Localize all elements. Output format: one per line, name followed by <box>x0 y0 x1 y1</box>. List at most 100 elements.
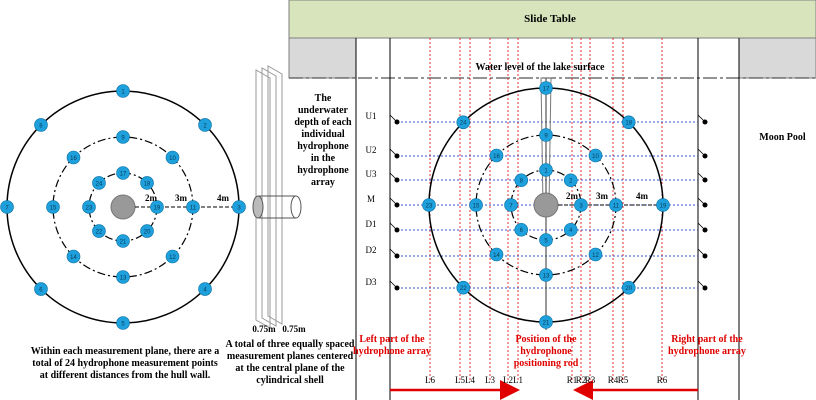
hydrophone-marker <box>539 268 553 282</box>
hydrophone-number: 6 <box>39 287 43 293</box>
hydrophone-marker <box>588 148 603 163</box>
right-anchor-dot <box>702 153 708 159</box>
hydrophone-number: 23 <box>86 205 93 211</box>
column-label: L2 <box>503 375 513 385</box>
hydrophone-number: 9 <box>544 133 548 139</box>
right-hydrophone-2: 2 <box>563 173 578 188</box>
hydrophone-marker <box>539 81 553 95</box>
hydrophone-number: 10 <box>592 154 599 160</box>
center-part-label: Position of the hydrophone positioning r… <box>513 334 579 369</box>
hydrophone-number: 2 <box>569 179 573 185</box>
hydrophone-number: 17 <box>543 86 550 92</box>
column-label: R1 <box>567 375 578 385</box>
hydrophone-number: 2 <box>203 123 207 129</box>
hydrophone-number: 22 <box>96 229 103 235</box>
left-hydrophone-23: 23 <box>82 200 96 214</box>
hydrophone-marker <box>514 173 529 188</box>
hydrophone-marker <box>588 247 603 262</box>
left-hydrophone-16: 16 <box>66 150 81 165</box>
row-label: M <box>367 194 375 204</box>
right-hydrophone-18: 18 <box>621 115 636 130</box>
hydrophone-marker <box>539 315 553 329</box>
left-hydrophone-12: 12 <box>165 249 180 264</box>
hydrophone-number: 15 <box>473 203 480 209</box>
hydrophone-number: 14 <box>493 253 500 259</box>
right-radius-label: 4m <box>636 191 649 201</box>
hydrophone-number: 3 <box>579 203 583 209</box>
left-hydrophone-2: 2 <box>198 118 212 132</box>
hydrophone-marker <box>456 115 471 130</box>
right-anchor-dot <box>702 119 708 125</box>
measurement-plane-2 <box>261 67 277 327</box>
measurement-plane-3 <box>267 65 283 325</box>
hydrophone-number: 11 <box>190 205 197 211</box>
hydrophone-marker <box>656 198 670 212</box>
hydrophone-number: 20 <box>625 286 632 292</box>
hydrophone-number: 18 <box>144 181 151 187</box>
hydrophone-number: 4 <box>569 228 573 234</box>
left-hydrophone-6: 6 <box>34 282 48 296</box>
left-hydrophone-7: 7 <box>0 200 14 214</box>
left-anchor-dot <box>394 285 400 291</box>
right-radius-label: 3m <box>596 191 609 201</box>
hydrophone-marker <box>504 198 518 212</box>
left-hydrophone-5: 5 <box>116 316 130 330</box>
spacing-label-2: 0.75m <box>282 324 306 334</box>
left-cylinder-center <box>110 194 136 220</box>
right-hydrophone-23: 23 <box>422 198 436 212</box>
right-hydrophone-24: 24 <box>456 115 471 130</box>
right-anchor-dot <box>702 285 708 291</box>
hydrophone-number: 11 <box>613 203 620 209</box>
right-hydrophone-17: 17 <box>539 81 553 95</box>
hydrophone-marker <box>140 176 154 190</box>
left-anchor-dot <box>394 177 400 183</box>
hydrophone-marker <box>116 130 130 144</box>
right-hydrophone-10: 10 <box>588 148 603 163</box>
planes-caption: A total of three equally spaced measurem… <box>225 339 355 386</box>
left-hydrophone-3: 3 <box>232 200 246 214</box>
hydrophone-marker <box>150 200 164 214</box>
hydrophone-number: 19 <box>660 203 667 209</box>
hydrophone-number: 17 <box>120 171 127 177</box>
right-cylinder-center <box>533 192 559 218</box>
right-hydrophone-1: 1 <box>539 163 553 177</box>
hydrophone-number: 7 <box>5 205 9 211</box>
depth-caption: The underwater depth of each individual … <box>294 93 352 188</box>
left-caption: Within each measurement plane, there are… <box>30 346 220 381</box>
right-hydrophone-14: 14 <box>489 247 504 262</box>
hydrophone-number: 22 <box>460 286 467 292</box>
hydrophone-marker <box>116 316 130 330</box>
row-label: U3 <box>366 169 377 179</box>
hydrophone-marker <box>574 198 588 212</box>
hydrophone-number: 19 <box>154 205 161 211</box>
left-hydrophone-4: 4 <box>198 282 212 296</box>
slide-table-label: Slide Table <box>524 13 576 25</box>
left-hydrophone-21: 21 <box>116 234 130 248</box>
right-anchor-dot <box>702 177 708 183</box>
right-anchor-dot <box>702 253 708 259</box>
hydrophone-marker <box>514 222 529 237</box>
hydrophone-number: 20 <box>144 229 151 235</box>
right-radius-label: 2m <box>566 191 579 201</box>
left-hydrophone-15: 15 <box>46 200 60 214</box>
left-part-label: Left part of the hydrophone array <box>353 334 431 357</box>
right-hydrophone-6: 6 <box>514 222 529 237</box>
hydrophone-marker <box>82 200 96 214</box>
hydrophone-number: 18 <box>625 121 632 127</box>
cylinder-end <box>252 195 264 219</box>
column-label: R3 <box>585 375 596 385</box>
column-label: L6 <box>425 375 435 385</box>
hydrophone-marker <box>198 282 212 296</box>
hydrophone-marker <box>621 280 636 295</box>
right-hydrophone-5: 5 <box>539 233 553 247</box>
row-label: D1 <box>366 219 377 229</box>
hydrophone-marker <box>140 224 154 238</box>
right-hydrophone-19: 19 <box>656 198 670 212</box>
right-wall <box>738 37 816 79</box>
right-hydrophone-12: 12 <box>588 247 603 262</box>
right-hydrophone-15: 15 <box>469 198 483 212</box>
hydrophone-number: 5 <box>544 238 548 244</box>
hydrophone-marker <box>469 198 483 212</box>
left-anchor-dot <box>394 202 400 208</box>
